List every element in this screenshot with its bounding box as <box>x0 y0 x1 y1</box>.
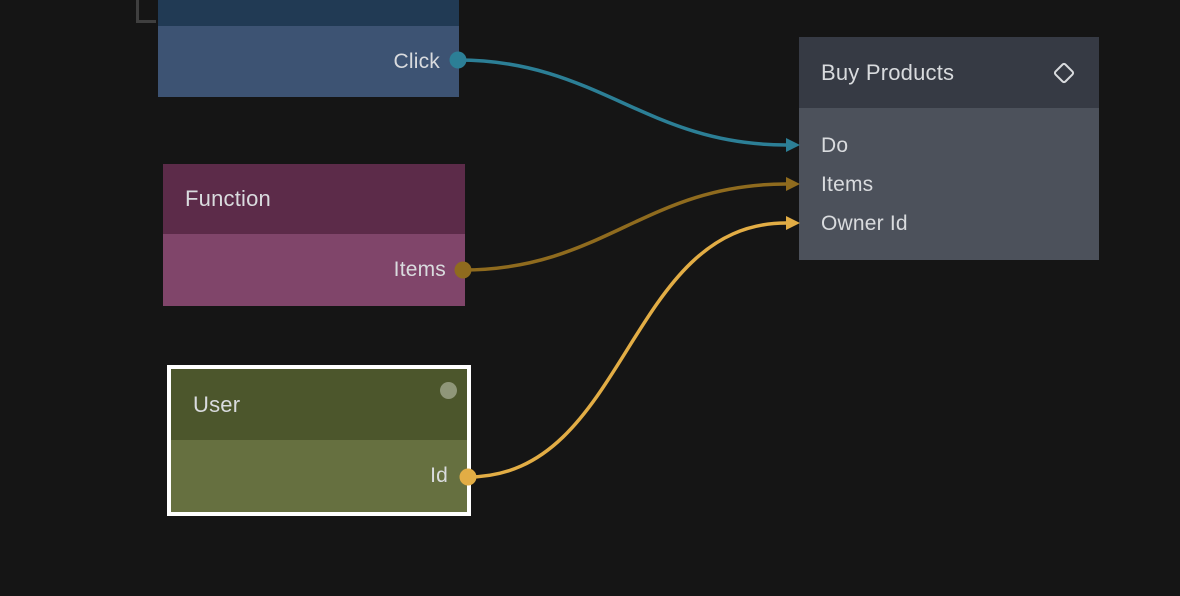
node-buy-products-title: Buy Products <box>821 59 955 85</box>
output-port-items[interactable]: Items <box>163 234 465 306</box>
output-port-id[interactable]: Id <box>171 440 467 512</box>
partial-frame-corner <box>136 0 156 23</box>
wire-id-to-owner-id[interactable] <box>466 221 788 479</box>
node-function-body: Items <box>163 234 465 306</box>
wire-arrowhead-do <box>786 138 800 152</box>
node-user-selection-ring: User Id <box>167 365 471 516</box>
node-buy-products-body: Do Items Owner Id <box>799 108 1099 260</box>
node-function-title: Function <box>185 186 271 211</box>
input-port-owner-id[interactable]: Owner Id <box>799 204 1099 243</box>
node-buy-products-header: Buy Products <box>799 37 1099 108</box>
wire-click-to-do[interactable] <box>456 58 788 147</box>
input-port-items-label: Items <box>821 172 874 196</box>
diamond-icon <box>1052 61 1076 84</box>
node-click-trigger-header <box>158 0 459 26</box>
node-click-trigger[interactable]: Click <box>158 0 459 97</box>
wire-arrowhead-owner-id <box>786 216 800 230</box>
input-port-do[interactable]: Do <box>799 126 1099 165</box>
node-user-title: User <box>193 391 241 417</box>
node-status-dot <box>440 382 457 399</box>
node-buy-products[interactable]: Buy Products Do Items Owner Id <box>799 37 1099 260</box>
wire-arrowhead-items <box>786 177 800 191</box>
node-user-body: Id <box>171 440 467 512</box>
node-user-header: User <box>171 369 467 440</box>
input-port-items[interactable]: Items <box>799 165 1099 204</box>
node-function-header: Function <box>163 164 465 234</box>
wire-items-to-items[interactable] <box>461 182 788 272</box>
input-port-owner-id-label: Owner Id <box>821 211 908 235</box>
output-port-id-label: Id <box>430 464 448 487</box>
node-click-trigger-body: Click <box>158 26 459 97</box>
input-port-do-label: Do <box>821 133 849 157</box>
output-port-click[interactable]: Click <box>158 26 459 97</box>
node-user[interactable]: User Id <box>171 369 467 512</box>
output-port-click-label: Click <box>393 49 440 73</box>
output-port-items-label: Items <box>393 258 446 281</box>
node-function[interactable]: Function Items <box>163 164 465 306</box>
